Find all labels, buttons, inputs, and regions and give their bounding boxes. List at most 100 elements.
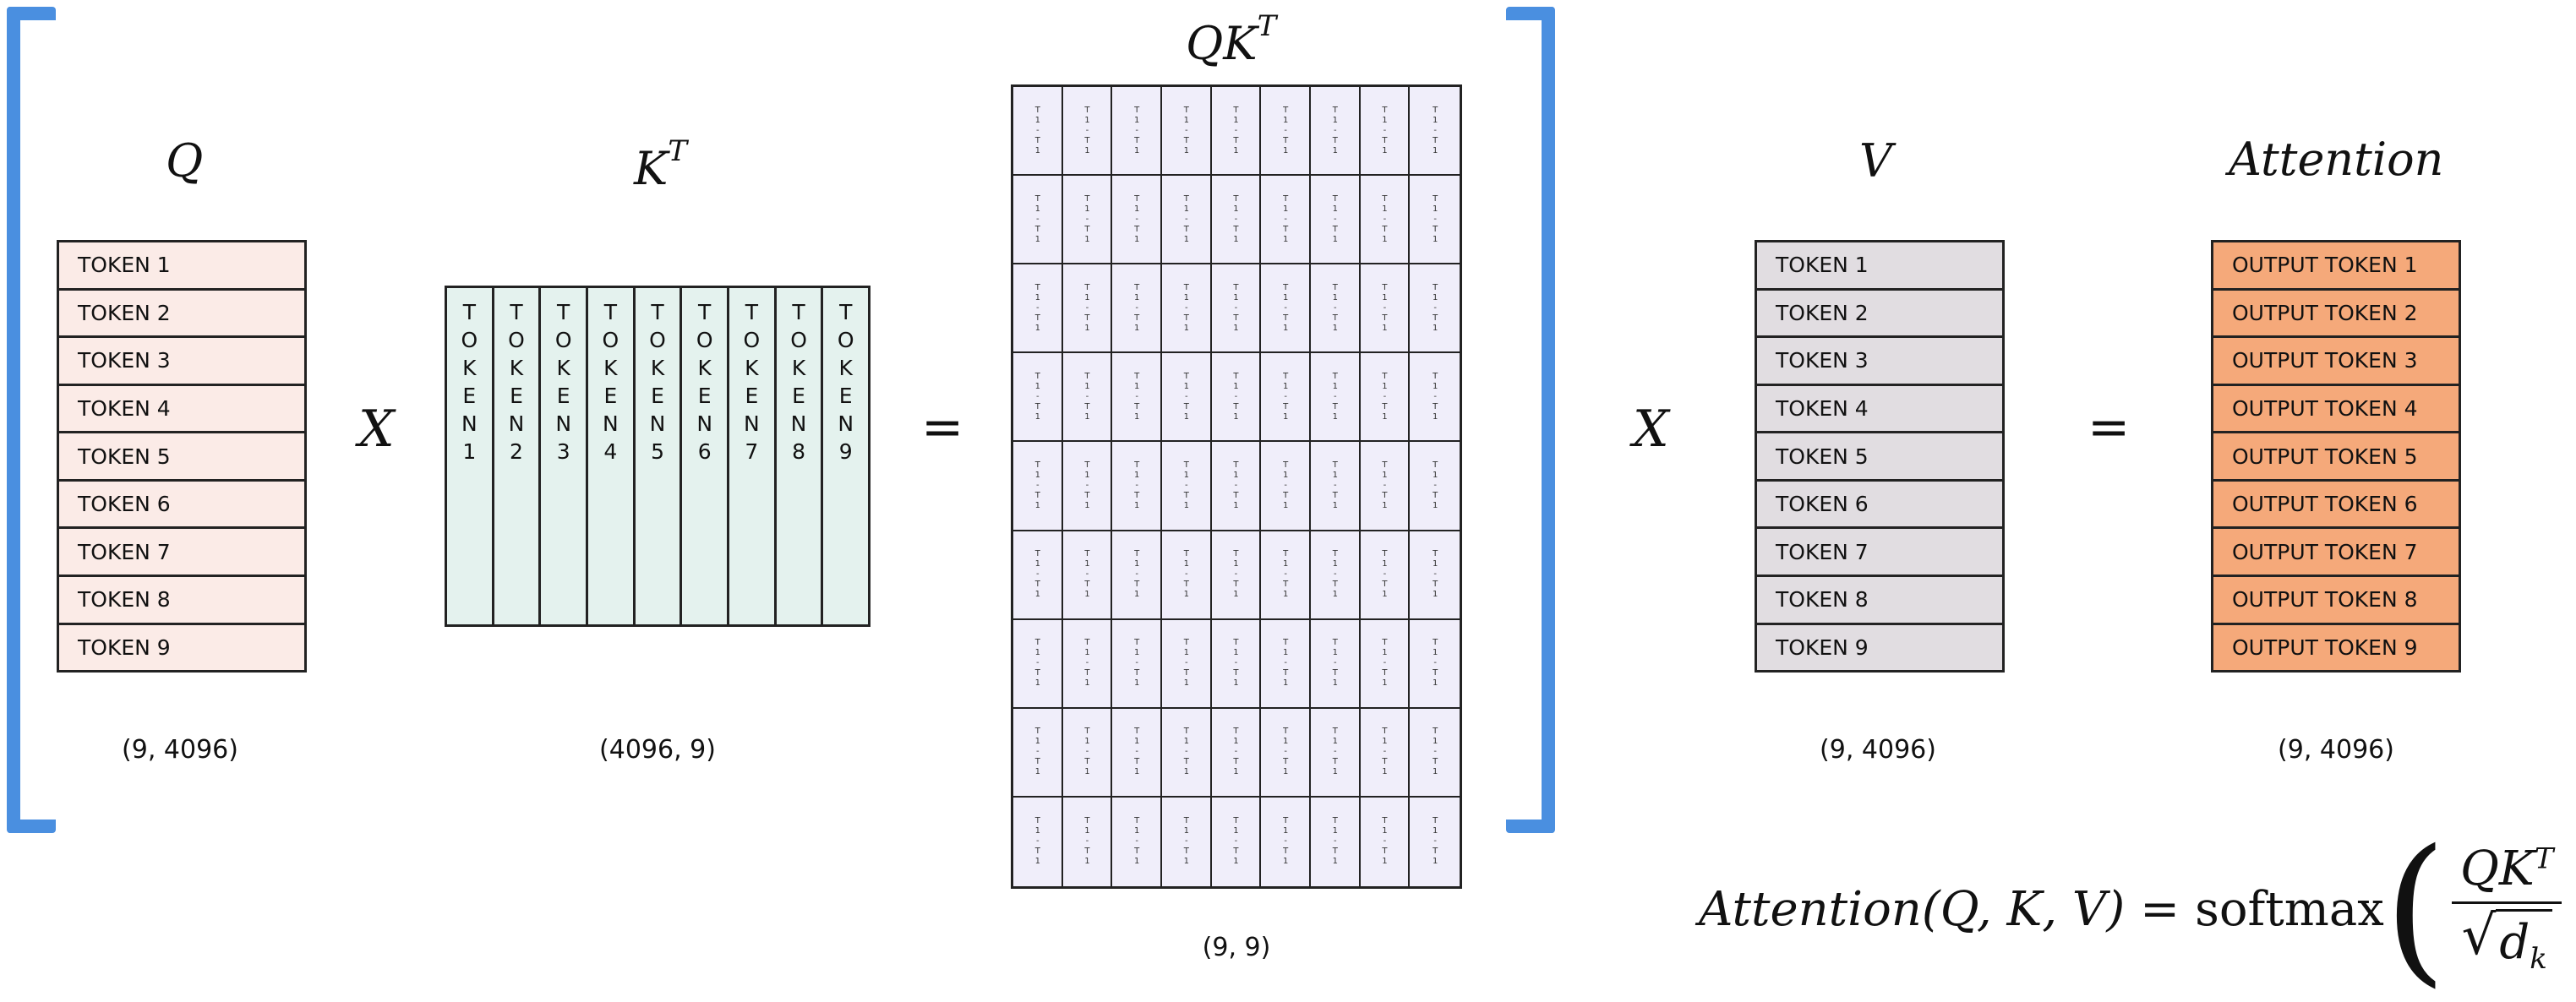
qkt-cell: T1-T1 bbox=[1311, 353, 1361, 443]
kt-column-label: TOKEN7 bbox=[739, 300, 764, 467]
v-row: TOKEN 9 bbox=[1776, 634, 1869, 660]
qkt-cell: T1-T1 bbox=[1062, 264, 1113, 354]
qkt-cell-label: T1-T1 bbox=[1132, 727, 1142, 778]
qkt-cell: T1-T1 bbox=[1360, 176, 1411, 265]
kt-column: TOKEN6 bbox=[682, 288, 730, 624]
kt-column-label: TOKEN6 bbox=[692, 300, 718, 467]
qkt-cell-label: T1-T1 bbox=[1430, 727, 1440, 778]
qkt-cell-label: T1-T1 bbox=[1330, 193, 1340, 245]
v-row: TOKEN 2 bbox=[1757, 291, 2002, 339]
qkt-cell-label: T1-T1 bbox=[1231, 282, 1241, 334]
qkt-cell-label: T1-T1 bbox=[1231, 549, 1241, 601]
q-label: Q bbox=[166, 134, 204, 188]
qkt-cell: T1-T1 bbox=[1410, 531, 1460, 620]
attention-row: OUTPUT TOKEN 5 bbox=[2213, 433, 2459, 482]
qkt-cell-label: T1-T1 bbox=[1430, 282, 1440, 334]
qkt-cell: T1-T1 bbox=[1360, 442, 1411, 531]
qkt-cell-label: T1-T1 bbox=[1132, 460, 1142, 511]
attention-row: OUTPUT TOKEN 4 bbox=[2213, 386, 2459, 434]
formula-fraction: QKT √ dk bbox=[2452, 841, 2562, 977]
formula-softmax: softmax bbox=[2195, 881, 2384, 937]
attention-row: OUTPUT TOKEN 7 bbox=[2213, 529, 2459, 577]
kt-column: TOKEN9 bbox=[823, 288, 868, 624]
kt-column-label: TOKEN2 bbox=[504, 300, 529, 467]
radical-icon: √ bbox=[2461, 905, 2497, 968]
qkt-cell: T1-T1 bbox=[1360, 264, 1411, 354]
qkt-cell-label: T1-T1 bbox=[1231, 460, 1241, 511]
qkt-cell: T1-T1 bbox=[1162, 708, 1212, 798]
qkt-cell-label: T1-T1 bbox=[1379, 816, 1389, 868]
qkt-cell-label: T1-T1 bbox=[1330, 638, 1340, 689]
kt-label-base: K bbox=[634, 142, 669, 195]
qkt-cell: T1-T1 bbox=[1112, 531, 1162, 620]
attention-row: OUTPUT TOKEN 1 bbox=[2213, 242, 2459, 291]
qkt-cell: T1-T1 bbox=[1261, 619, 1311, 709]
kt-column-label: TOKEN1 bbox=[456, 300, 482, 467]
v-row: TOKEN 4 bbox=[1757, 386, 2002, 434]
qkt-cell-label: T1-T1 bbox=[1330, 371, 1340, 422]
qkt-cell: T1-T1 bbox=[1013, 353, 1063, 443]
equals-operator-2: = bbox=[2088, 398, 2131, 457]
qkt-cell: T1-T1 bbox=[1062, 442, 1113, 531]
qkt-cell: T1-T1 bbox=[1261, 531, 1311, 620]
qkt-cell: T1-T1 bbox=[1410, 798, 1460, 886]
qkt-cell: T1-T1 bbox=[1410, 87, 1460, 177]
qkt-cell: T1-T1 bbox=[1410, 709, 1460, 798]
qkt-cell: T1-T1 bbox=[1062, 176, 1113, 265]
sqrt-content: dk bbox=[2496, 909, 2552, 977]
qkt-cell-label: T1-T1 bbox=[1280, 460, 1291, 511]
qkt-cell: T1-T1 bbox=[1162, 531, 1212, 620]
v-row: TOKEN 3 bbox=[1757, 338, 2002, 386]
qkt-cell: T1-T1 bbox=[1062, 531, 1113, 620]
qkt-cell-label: T1-T1 bbox=[1082, 549, 1092, 601]
qkt-label: QKT bbox=[1186, 12, 1276, 67]
right-bracket bbox=[1506, 7, 1555, 833]
qkt-cell-label: T1-T1 bbox=[1033, 460, 1043, 511]
kt-label-sup: T bbox=[668, 134, 688, 168]
qkt-cell-label: T1-T1 bbox=[1082, 816, 1092, 868]
qkt-cell-label: T1-T1 bbox=[1132, 282, 1142, 334]
attention-shape: (9, 4096) bbox=[2278, 735, 2394, 765]
qkt-cell-label: T1-T1 bbox=[1379, 638, 1389, 689]
qkt-cell-label: T1-T1 bbox=[1330, 816, 1340, 868]
qkt-cell: T1-T1 bbox=[1311, 176, 1361, 265]
qkt-cell-label: T1-T1 bbox=[1033, 727, 1043, 778]
qkt-cell-label: T1-T1 bbox=[1132, 105, 1142, 156]
qkt-cell: T1-T1 bbox=[1311, 531, 1361, 620]
qkt-cell: T1-T1 bbox=[1211, 264, 1262, 354]
qkt-cell-label: T1-T1 bbox=[1182, 816, 1192, 868]
qkt-cell-label: T1-T1 bbox=[1182, 727, 1192, 778]
qkt-cell-label: T1-T1 bbox=[1430, 638, 1440, 689]
qkt-cell: T1-T1 bbox=[1211, 531, 1262, 620]
qkt-cell-label: T1-T1 bbox=[1132, 816, 1142, 868]
qkt-cell-label: T1-T1 bbox=[1132, 193, 1142, 245]
qkt-cell: T1-T1 bbox=[1062, 87, 1113, 177]
qkt-cell-label: T1-T1 bbox=[1182, 282, 1192, 334]
qkt-cell: T1-T1 bbox=[1360, 87, 1411, 177]
formula-denominator: √ dk bbox=[2461, 904, 2552, 977]
qkt-cell: T1-T1 bbox=[1311, 619, 1361, 709]
qkt-cell: T1-T1 bbox=[1112, 87, 1162, 177]
kt-label: KT bbox=[634, 137, 687, 192]
qkt-cell: T1-T1 bbox=[1112, 176, 1162, 265]
qkt-cell: T1-T1 bbox=[1211, 442, 1262, 531]
qkt-cell-label: T1-T1 bbox=[1231, 193, 1241, 245]
qkt-cell-label: T1-T1 bbox=[1132, 371, 1142, 422]
qkt-cell-label: T1-T1 bbox=[1033, 371, 1043, 422]
qkt-cell: T1-T1 bbox=[1013, 442, 1063, 531]
formula-numerator-base: QK bbox=[2460, 841, 2535, 897]
qkt-cell-label: T1-T1 bbox=[1379, 105, 1389, 156]
kt-column-label: TOKEN4 bbox=[598, 300, 623, 467]
qkt-cell-label: T1-T1 bbox=[1033, 282, 1043, 334]
kt-column: TOKEN3 bbox=[541, 288, 589, 624]
kt-column: TOKEN8 bbox=[777, 288, 824, 624]
qkt-cell-label: T1-T1 bbox=[1280, 727, 1291, 778]
qkt-cell-label: T1-T1 bbox=[1082, 460, 1092, 511]
v-row: TOKEN 6 bbox=[1757, 482, 2002, 530]
qkt-cell-label: T1-T1 bbox=[1082, 193, 1092, 245]
qkt-cell-label: T1-T1 bbox=[1231, 371, 1241, 422]
qkt-cell-label: T1-T1 bbox=[1280, 105, 1291, 156]
